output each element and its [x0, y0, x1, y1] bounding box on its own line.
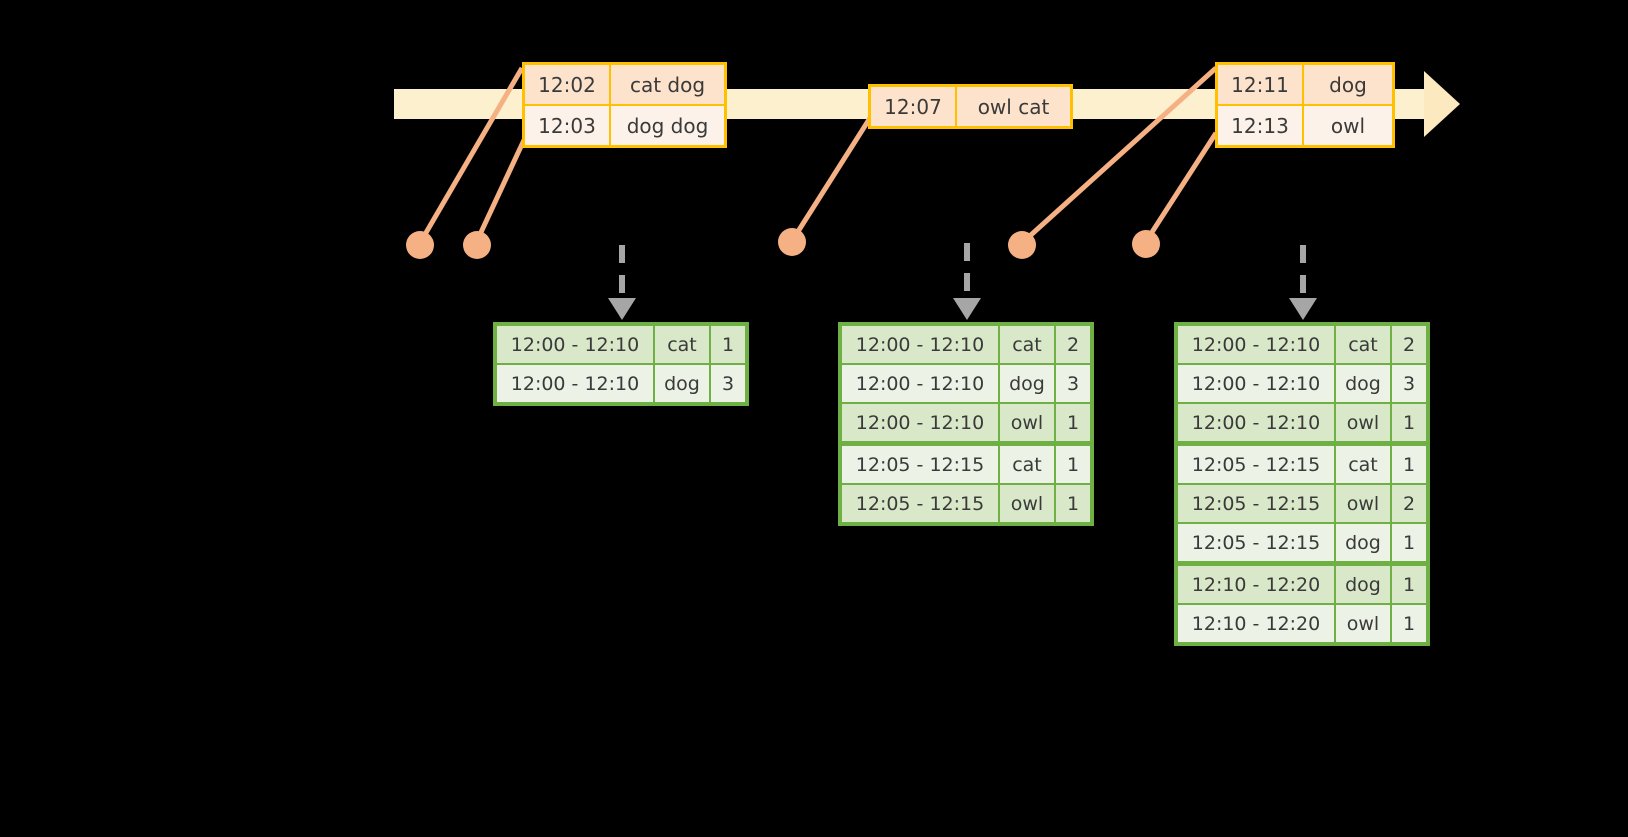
cell-count: 1: [711, 326, 745, 363]
cell-key: cat: [1336, 446, 1390, 483]
connector-dot-5: [1132, 230, 1160, 258]
cell-key: dog: [1336, 566, 1390, 603]
cell-key: cat: [1000, 326, 1054, 363]
connector-dot-3: [778, 228, 806, 256]
event-words: dog dog: [611, 106, 724, 145]
dashed-arrow-2: [953, 243, 981, 320]
connector-dot-4: [1008, 231, 1036, 259]
cell-window: 12:00 - 12:10: [497, 365, 653, 402]
event-row[interactable]: 12:13 owl: [1218, 104, 1392, 145]
cell-key: cat: [1000, 446, 1054, 483]
cell-window: 12:00 - 12:10: [1178, 326, 1334, 363]
cell-count: 1: [1392, 566, 1426, 603]
event-time: 12:03: [525, 106, 611, 145]
cell-key: owl: [1336, 485, 1390, 522]
cell-key: dog: [1336, 524, 1390, 561]
cell-window: 12:00 - 12:10: [1178, 404, 1334, 441]
event-row[interactable]: 12:11 dog: [1218, 65, 1392, 104]
cell-window: 12:00 - 12:10: [842, 365, 998, 402]
connector-line-2: [473, 138, 527, 245]
event-words: cat dog: [611, 65, 724, 104]
cell-count: 1: [1392, 605, 1426, 642]
cell-key: cat: [1336, 326, 1390, 363]
event-box-2[interactable]: 12:07 owl cat: [868, 84, 1073, 129]
cell-count: 2: [1056, 326, 1090, 363]
cell-window: 12:05 - 12:15: [1178, 485, 1334, 522]
cell-count: 1: [1392, 524, 1426, 561]
cell-key: dog: [1000, 365, 1054, 402]
cell-count: 1: [1392, 404, 1426, 441]
dashed-arrow-1: [608, 245, 636, 320]
cell-window: 12:10 - 12:20: [1178, 566, 1334, 603]
connector-line-5: [1142, 131, 1219, 245]
event-box-1[interactable]: 12:02 cat dog 12:03 dog dog: [522, 62, 727, 148]
cell-key: cat: [655, 326, 709, 363]
event-time: 12:02: [525, 65, 611, 104]
connector-line-1: [417, 66, 525, 245]
cell-window: 12:05 - 12:15: [1178, 446, 1334, 483]
cell-key: owl: [1336, 404, 1390, 441]
event-row[interactable]: 12:02 cat dog: [525, 65, 724, 104]
cell-count: 3: [1056, 365, 1090, 402]
connector-dot-2: [463, 231, 491, 259]
cell-count: 1: [1056, 404, 1090, 441]
connector-dot-1: [406, 231, 434, 259]
cell-key: owl: [1336, 605, 1390, 642]
connector-line-4: [1020, 66, 1218, 245]
event-box-3[interactable]: 12:11 dog 12:13 owl: [1215, 62, 1395, 148]
cell-window: 12:00 - 12:10: [842, 404, 998, 441]
event-time: 12:11: [1218, 65, 1304, 104]
cell-window: 12:00 - 12:10: [1178, 365, 1334, 402]
cell-count: 1: [1392, 446, 1426, 483]
cell-window: 12:05 - 12:15: [1178, 524, 1334, 561]
cell-count: 1: [1056, 485, 1090, 522]
cell-count: 3: [711, 365, 745, 402]
event-time: 12:07: [871, 87, 957, 126]
connector-line-3: [789, 116, 873, 243]
cell-key: owl: [1000, 485, 1054, 522]
cell-count: 2: [1392, 485, 1426, 522]
cell-window: 12:00 - 12:10: [497, 326, 653, 363]
cell-key: dog: [655, 365, 709, 402]
cell-window: 12:05 - 12:15: [842, 446, 998, 483]
cell-key: dog: [1336, 365, 1390, 402]
event-words: dog: [1304, 65, 1392, 104]
cell-window: 12:10 - 12:20: [1178, 605, 1334, 642]
event-words: owl cat: [957, 87, 1070, 126]
event-time: 12:13: [1218, 106, 1304, 145]
cell-count: 1: [1056, 446, 1090, 483]
cell-count: 3: [1392, 365, 1426, 402]
cell-count: 2: [1392, 326, 1426, 363]
cell-key: owl: [1000, 404, 1054, 441]
event-row[interactable]: 12:03 dog dog: [525, 104, 724, 145]
cell-window: 12:05 - 12:15: [842, 485, 998, 522]
timeline-arrowhead: [1424, 71, 1460, 137]
dashed-arrow-3: [1289, 245, 1317, 320]
event-words: owl: [1304, 106, 1392, 145]
cell-window: 12:00 - 12:10: [842, 326, 998, 363]
event-row[interactable]: 12:07 owl cat: [871, 87, 1070, 126]
